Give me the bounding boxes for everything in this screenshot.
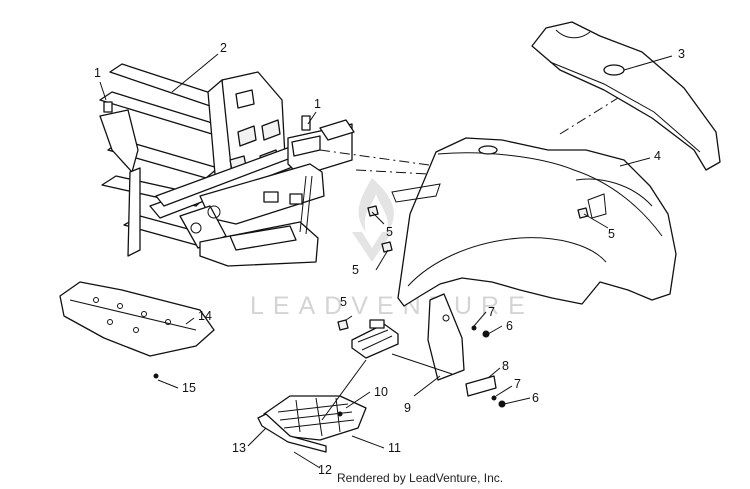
callout-1-frame-right: 1 bbox=[314, 97, 321, 111]
hardware bbox=[153, 205, 589, 417]
callout-5-screw-a: 5 bbox=[386, 225, 393, 239]
callout-14-skid-plate: 14 bbox=[198, 309, 212, 323]
callout-7-washer-upper: 7 bbox=[488, 305, 495, 319]
callout-9-mud-flap: 9 bbox=[404, 401, 411, 415]
callout-7-washer-lower: 7 bbox=[514, 377, 521, 391]
skid-plate bbox=[59, 281, 215, 357]
footrest bbox=[263, 395, 367, 441]
leadventure-watermark: LEADVENTURE bbox=[250, 178, 534, 320]
leadventure-flame-logo bbox=[358, 178, 394, 234]
callout-5-screw-c: 5 bbox=[608, 227, 615, 241]
callout-2-frame: 2 bbox=[220, 41, 227, 55]
leader-lines bbox=[99, 53, 673, 469]
alignment-line-b bbox=[355, 169, 465, 177]
callout-6-nut-lower: 6 bbox=[532, 391, 539, 405]
callout-4-fender: 4 bbox=[654, 149, 661, 163]
callout-13-trim: 13 bbox=[232, 441, 246, 455]
callout-15-fastener: 15 bbox=[182, 381, 196, 395]
render-credit: Rendered by LeadVenture, Inc. bbox=[337, 471, 503, 485]
flap-bracket bbox=[465, 375, 497, 397]
front-fender bbox=[391, 137, 677, 307]
callout-5-screw-d: 5 bbox=[340, 295, 347, 309]
callout-6-nut-upper: 6 bbox=[506, 319, 513, 333]
callout-12-trim-strip: 12 bbox=[318, 463, 332, 477]
footrest-trim bbox=[257, 413, 327, 453]
callout-5-screw-b: 5 bbox=[352, 263, 359, 277]
footrest-bracket bbox=[351, 319, 399, 359]
mud-flap bbox=[427, 293, 465, 381]
callout-10-footrest: 10 bbox=[374, 385, 388, 399]
callouts: 1 2 1 3 4 5 5 5 5 7 6 14 15 8 7 6 10 9 1… bbox=[94, 41, 685, 477]
alignment-line-c bbox=[559, 97, 619, 135]
watermark-text: LEADVENTURE bbox=[250, 292, 534, 320]
callout-1-frame-left: 1 bbox=[94, 66, 101, 80]
callout-8-bracket: 8 bbox=[502, 359, 509, 373]
callout-11-footrest-grid: 11 bbox=[388, 441, 401, 455]
fender-panel bbox=[531, 21, 721, 171]
frame bbox=[99, 63, 355, 267]
callout-3-panel: 3 bbox=[678, 47, 685, 61]
